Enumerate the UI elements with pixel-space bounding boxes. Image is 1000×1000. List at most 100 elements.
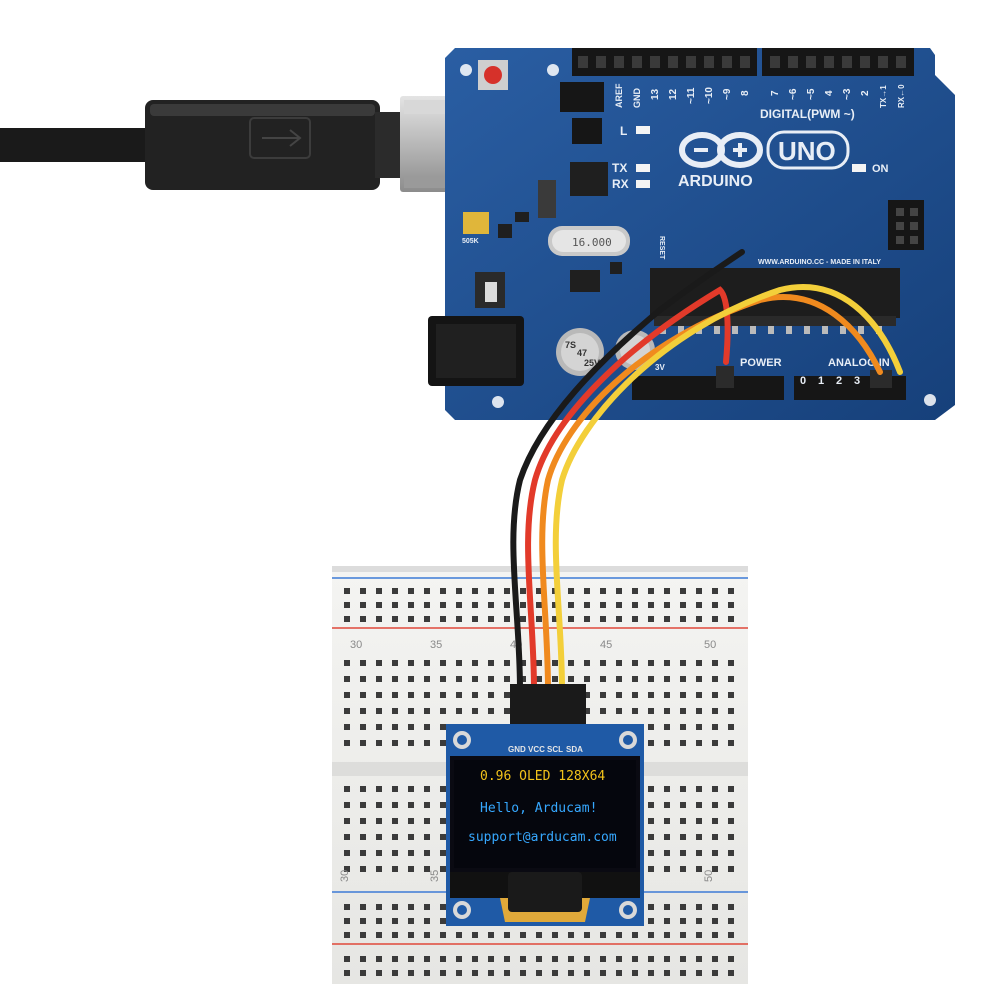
cap-text-3: 25V [584, 358, 600, 368]
pin-9-label: ~9 [722, 88, 733, 100]
breadboard-hole [488, 616, 494, 622]
breadboard-hole [664, 834, 670, 840]
breadboard-hole [376, 660, 382, 666]
breadboard-hole [568, 602, 574, 608]
breadboard-hole [472, 692, 478, 698]
breadboard-hole [696, 904, 702, 910]
breadboard-hole [344, 866, 350, 872]
breadboard-hole [680, 740, 686, 746]
pin-11-label: ~11 [686, 87, 697, 104]
breadboard-hole [488, 932, 494, 938]
analog-pin-1: 1 [818, 375, 824, 387]
breadboard-hole [408, 692, 414, 698]
breadboard-hole [392, 818, 398, 824]
breadboard-hole [632, 956, 638, 962]
breadboard-hole [728, 616, 734, 622]
breadboard-hole [728, 708, 734, 714]
breadboard-hole [488, 708, 494, 714]
breadboard-hole [696, 602, 702, 608]
breadboard-hole [584, 602, 590, 608]
breadboard-hole [728, 724, 734, 730]
breadboard-hole [376, 724, 382, 730]
breadboard-hole [408, 970, 414, 976]
breadboard-hole [728, 660, 734, 666]
crystal-label: 16.000 [572, 236, 612, 249]
breadboard-hole [440, 676, 446, 682]
breadboard-hole [424, 676, 430, 682]
breadboard-hole [568, 932, 574, 938]
breadboard-hole [440, 708, 446, 714]
breadboard-hole [728, 818, 734, 824]
breadboard-hole [552, 970, 558, 976]
breadboard-hole [680, 708, 686, 714]
gnd-label: GND [632, 88, 642, 109]
breadboard-hole [360, 602, 366, 608]
breadboard-hole [648, 616, 654, 622]
breadboard-hole [424, 956, 430, 962]
breadboard-hole [712, 616, 718, 622]
breadboard-hole [360, 660, 366, 666]
breadboard-hole [408, 956, 414, 962]
breadboard-hole [520, 970, 526, 976]
breadboard-hole [728, 932, 734, 938]
breadboard-hole [424, 692, 430, 698]
breadboard-hole [664, 692, 670, 698]
breadboard-hole [632, 588, 638, 594]
breadboard-hole [456, 660, 462, 666]
breadboard-hole [392, 692, 398, 698]
breadboard-hole [376, 970, 382, 976]
breadboard-hole [504, 676, 510, 682]
breadboard-hole [728, 970, 734, 976]
breadboard-hole [648, 740, 654, 746]
breadboard-hole [648, 660, 654, 666]
oled-module: GND VCC SCL SDA 0.96 OLED 128X64 Hello, … [446, 684, 644, 926]
breadboard-hole [408, 786, 414, 792]
pin-4-label: 4 [824, 90, 835, 96]
breadboard-hole [424, 708, 430, 714]
breadboard-hole [376, 602, 382, 608]
breadboard-hole [360, 740, 366, 746]
model-label: UNO [778, 136, 836, 166]
breadboard-hole [408, 602, 414, 608]
breadboard-hole [424, 602, 430, 608]
breadboard-hole [344, 802, 350, 808]
jumper-wires [510, 249, 903, 693]
breadboard-hole [616, 660, 622, 666]
breadboard-hole [600, 692, 606, 698]
breadboard-hole [632, 970, 638, 976]
breadboard-hole [440, 588, 446, 594]
breadboard-hole [584, 956, 590, 962]
breadboard-hole [440, 602, 446, 608]
breadboard-hole [344, 740, 350, 746]
breadboard-hole [424, 802, 430, 808]
breadboard-hole [584, 676, 590, 682]
breadboard-hole [472, 956, 478, 962]
breadboard-hole [408, 588, 414, 594]
breadboard-hole [456, 708, 462, 714]
breadboard-hole [696, 616, 702, 622]
breadboard-hole [408, 724, 414, 730]
breadboard-hole [440, 802, 446, 808]
breadboard-hole [712, 956, 718, 962]
breadboard-hole [584, 588, 590, 594]
breadboard-hole [616, 676, 622, 682]
breadboard-hole [520, 932, 526, 938]
breadboard-hole [344, 616, 350, 622]
breadboard-hole [696, 866, 702, 872]
breadboard-hole [504, 970, 510, 976]
bb-number-top: 45 [600, 639, 612, 651]
breadboard-hole [616, 970, 622, 976]
breadboard-hole [712, 786, 718, 792]
breadboard-hole [696, 786, 702, 792]
breadboard-hole [712, 602, 718, 608]
breadboard-hole [568, 616, 574, 622]
breadboard-hole [600, 602, 606, 608]
breadboard-hole [360, 708, 366, 714]
breadboard-hole [344, 932, 350, 938]
breadboard-hole [616, 602, 622, 608]
fuse-label: 505K [462, 238, 479, 245]
breadboard-hole [472, 660, 478, 666]
breadboard-hole [536, 970, 542, 976]
breadboard-hole [360, 866, 366, 872]
breadboard-hole [440, 918, 446, 924]
